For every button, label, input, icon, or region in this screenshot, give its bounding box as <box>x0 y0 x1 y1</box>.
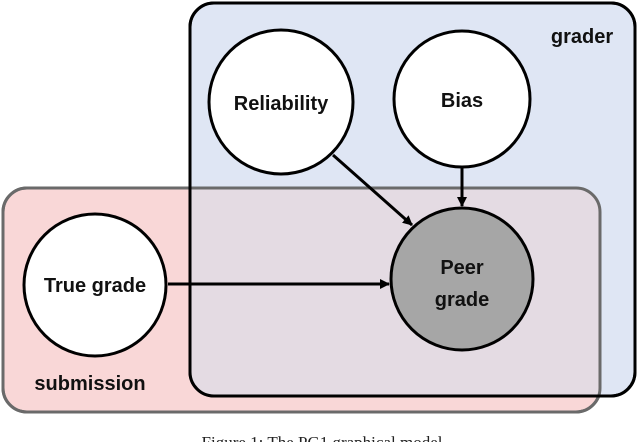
node-reliability-label: Reliability <box>234 93 329 115</box>
grader-plate-label: grader <box>551 26 613 48</box>
node-true-grade-label: True grade <box>44 275 146 297</box>
figure-caption: Figure 1: The PG1 graphical model <box>202 433 443 442</box>
node-peer-grade-label-line2: grade <box>435 289 489 311</box>
node-true-grade: True grade <box>22 212 168 358</box>
grader-plate-outline <box>188 1 637 398</box>
submission-plate-label: submission <box>34 373 145 395</box>
node-reliability: Reliability <box>207 28 355 176</box>
node-bias-label: Bias <box>441 90 483 112</box>
edge-reliability-to-peer-grade <box>332 153 413 227</box>
node-bias: Bias <box>392 29 532 169</box>
submission-plate-outline <box>1 186 602 414</box>
node-peer-grade-label-line1: Peer <box>440 257 484 279</box>
node-peer-grade: Peer grade <box>389 206 535 352</box>
